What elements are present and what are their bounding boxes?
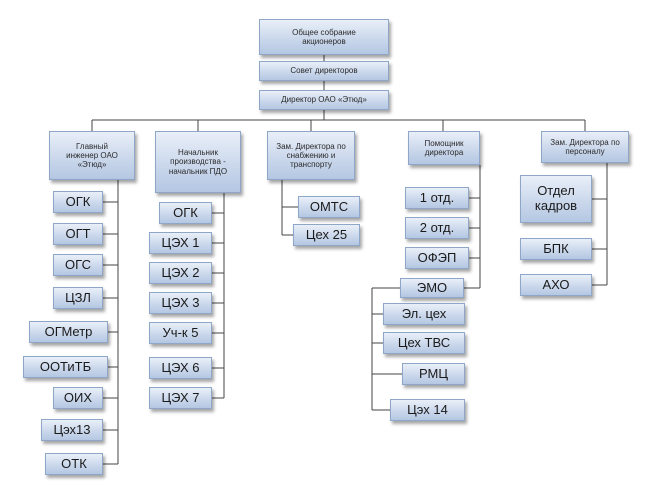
unit-oih: ОИХ bbox=[53, 387, 103, 409]
unit-ceh7: ЦЭХ 7 bbox=[149, 387, 212, 409]
unit-ceh14: Цэх 14 bbox=[390, 399, 465, 421]
unit-ogt: ОГТ bbox=[53, 223, 103, 245]
unit-aho: АХО bbox=[520, 274, 592, 296]
head-of-production-box: Начальник производства - начальник ПДО bbox=[155, 131, 241, 193]
board-of-directors-box: Совет директоров bbox=[259, 61, 389, 81]
unit-ceh6: ЦЭХ 6 bbox=[149, 357, 212, 379]
unit-rmc: РМЦ bbox=[402, 363, 465, 385]
unit-ceh2: ЦЭХ 2 bbox=[149, 262, 212, 284]
director-box: Директор ОАО «Этюд» bbox=[259, 90, 389, 110]
unit-ceh25: Цех 25 bbox=[293, 224, 360, 246]
unit-ogk: ОГК bbox=[53, 191, 103, 213]
unit-emo: ЭМО bbox=[400, 278, 464, 298]
unit-hr: Отдел кадров bbox=[520, 175, 592, 223]
unit-ceh-tvs: Цех ТВС bbox=[383, 332, 465, 354]
shareholders-meeting-box: Общее собрание акционеров bbox=[259, 19, 389, 55]
chief-engineer-box: Главный инженер ОАО «Этюд» bbox=[49, 131, 135, 180]
unit-el-ceh: Эл. цех bbox=[383, 303, 465, 325]
unit-bpk: БПК bbox=[520, 238, 592, 260]
unit-ceh1: ЦЭХ 1 bbox=[149, 232, 212, 254]
unit-czl: ЦЗЛ bbox=[53, 287, 103, 309]
unit-ceh3: ЦЭХ 3 bbox=[149, 292, 212, 314]
unit-otk: ОТК bbox=[45, 453, 103, 475]
unit-dept2: 2 отд. bbox=[405, 217, 469, 239]
unit-ogmetr: ОГМетр bbox=[29, 321, 108, 343]
unit-ceh13: Цэх13 bbox=[41, 419, 103, 441]
deputy-supply-box: Зам. Директора по снабжению и транспорту bbox=[267, 131, 355, 180]
unit-ootitb: ООТиТБ bbox=[23, 356, 108, 378]
unit-dept1: 1 отд. bbox=[405, 187, 469, 209]
unit-ofep: ОФЭП bbox=[405, 247, 469, 269]
unit-ogk-production: ОГК bbox=[159, 202, 212, 224]
unit-omts: ОМТС bbox=[298, 196, 360, 218]
unit-ogs: ОГС bbox=[53, 254, 103, 276]
unit-uch5: Уч-к 5 bbox=[149, 322, 212, 344]
assistant-director-box: Помощник директора bbox=[408, 131, 480, 165]
deputy-personnel-box: Зам. Директора по персоналу bbox=[541, 131, 629, 163]
